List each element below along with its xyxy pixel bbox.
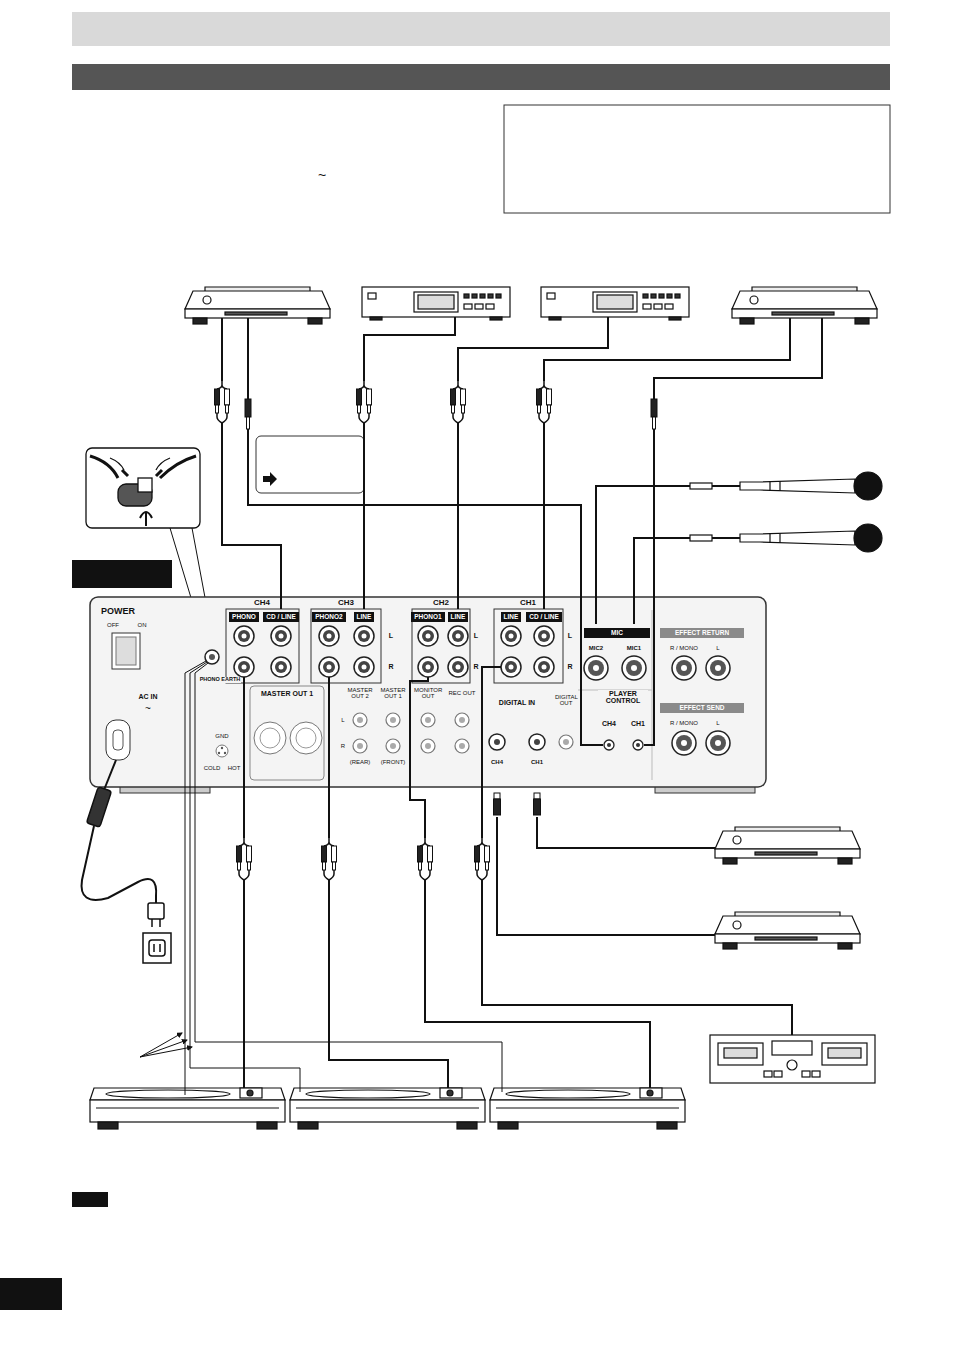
tag-text: MIC — [611, 629, 623, 636]
output-label: MASTER OUT 2 — [345, 687, 375, 700]
cd-deck — [362, 287, 510, 320]
section-band: EFFECT SEND — [660, 703, 744, 712]
effect-jack-label: L — [715, 645, 720, 651]
tag-text: CD / LINE — [529, 613, 559, 620]
tag-text: CD / LINE — [266, 613, 296, 620]
channel-label: CH1 — [530, 759, 544, 765]
jack-tag: PHONO — [229, 612, 259, 621]
cd-deck — [541, 287, 689, 320]
jack-tag: PHONO2 — [312, 612, 345, 621]
pin-label: GND — [214, 733, 229, 739]
section-bar — [72, 64, 890, 90]
source-devices — [90, 287, 877, 1129]
pin-label: COLD — [203, 765, 222, 771]
model-tag — [72, 560, 172, 588]
channel-side: L — [388, 632, 394, 639]
power-cord — [82, 760, 171, 963]
channel-label: CH3 — [337, 599, 355, 607]
cd-player — [185, 287, 330, 324]
channel-side: L — [567, 632, 573, 639]
section-band: EFFECT RETURN — [660, 628, 744, 637]
channel-label: CH1 — [630, 720, 646, 727]
tag-text: LINE — [451, 613, 466, 620]
output-label: MONITOR OUT — [413, 687, 443, 700]
channel-side: L — [473, 632, 479, 639]
output-note: (REAR) — [349, 759, 372, 765]
mic-label: MIC2 — [588, 645, 604, 651]
jack-tag: CD / LINE — [526, 612, 562, 621]
plugs — [215, 381, 658, 880]
jack-tag: LINE — [354, 612, 375, 621]
earth-wires — [140, 661, 502, 1095]
effect-jack-label: R / MONO — [669, 645, 699, 651]
switch-position: OFF — [106, 622, 120, 628]
note-tag — [72, 1192, 108, 1207]
title-bar — [72, 12, 890, 46]
jack-tag: LINE — [448, 612, 469, 621]
switch-label: POWER — [100, 607, 136, 616]
cd-player — [732, 287, 877, 324]
effect-jack-label: L — [715, 720, 720, 726]
tilde-mark: ~ — [317, 168, 327, 183]
channel-label: CH4 — [601, 720, 617, 727]
ac-symbol: ~ — [144, 704, 152, 715]
turntable — [490, 1088, 685, 1129]
effect-jack-label: R / MONO — [669, 720, 699, 726]
cd-player — [715, 827, 860, 864]
cd-player — [715, 912, 860, 949]
channel-label: CH4 — [490, 759, 504, 765]
jack-tag: LINE — [501, 612, 522, 621]
control-label: PLAYER CONTROL — [598, 690, 648, 705]
channel-label: CH1 — [519, 599, 537, 607]
note-box — [504, 105, 890, 213]
terminal-label: PHONO EARTH — [199, 677, 242, 683]
output-label: REC OUT — [447, 690, 477, 696]
page-tab — [0, 1278, 62, 1310]
mixer-rear-panel — [90, 597, 766, 793]
jack-tag: CD / LINE — [263, 612, 299, 621]
output-label: MASTER OUT 1 — [378, 687, 408, 700]
tag-text: PHONO2 — [315, 613, 342, 620]
channel-side: R — [340, 743, 346, 749]
turntable — [290, 1088, 485, 1129]
mic-label: MIC1 — [626, 645, 642, 651]
tag-text: LINE — [357, 613, 372, 620]
tag-text: LINE — [504, 613, 519, 620]
output-label: MASTER OUT 1 — [260, 690, 314, 697]
pin-label: HOT — [227, 765, 242, 771]
output-label: DIGITAL OUT — [554, 694, 578, 707]
channel-side: R — [566, 663, 573, 670]
tag-text: PHONO — [232, 613, 256, 620]
output-note: (FRONT) — [380, 759, 407, 765]
channel-side: R — [387, 663, 394, 670]
callout-box — [256, 436, 364, 493]
section-band: MIC — [584, 628, 650, 637]
inlet-label: AC IN — [137, 693, 158, 700]
input-label: DIGITAL IN — [498, 699, 536, 706]
tag-text: PHONO1 — [414, 613, 441, 620]
cassette-deck — [710, 1035, 875, 1083]
channel-label: CH4 — [253, 599, 271, 607]
tag-text: EFFECT SEND — [679, 704, 724, 711]
tag-text: EFFECT RETURN — [675, 629, 729, 636]
channel-side: L — [340, 717, 345, 723]
turntable — [90, 1088, 285, 1129]
microphones — [690, 472, 882, 552]
jack-tag: PHONO1 — [411, 612, 444, 621]
channel-label: CH2 — [432, 599, 450, 607]
cables — [222, 317, 822, 1088]
switch-position: ON — [137, 622, 148, 628]
channel-side: R — [472, 663, 479, 670]
